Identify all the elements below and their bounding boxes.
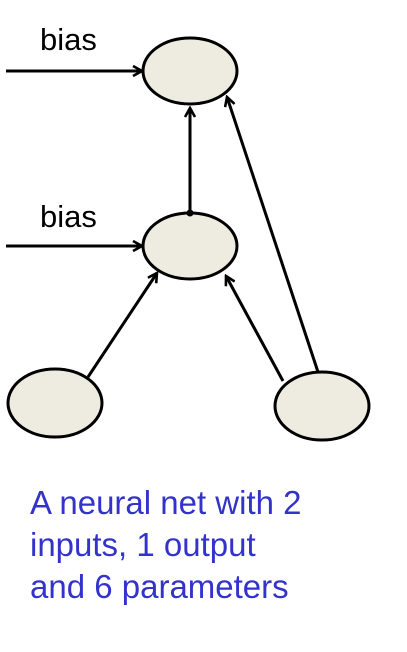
caption-line-3: and 6 parameters [30, 568, 289, 605]
neural-net-diagram [6, 36, 371, 442]
bias-label-output: bias [40, 22, 97, 57]
input-node-2 [273, 370, 371, 442]
input-node-1 [6, 367, 104, 439]
caption-line-2: inputs, 1 output [30, 526, 256, 563]
output-node [141, 36, 239, 106]
edge-input2-to-hidden [226, 276, 285, 382]
junction-dot [186, 209, 194, 217]
edge-input1-to-hidden [86, 273, 157, 378]
caption: A neural net with 2 inputs, 1 output and… [30, 482, 400, 608]
caption-line-1: A neural net with 2 [30, 484, 302, 521]
bias-label-hidden: bias [40, 199, 97, 234]
edge-input2-to-output [227, 97, 320, 373]
hidden-node [141, 211, 239, 281]
